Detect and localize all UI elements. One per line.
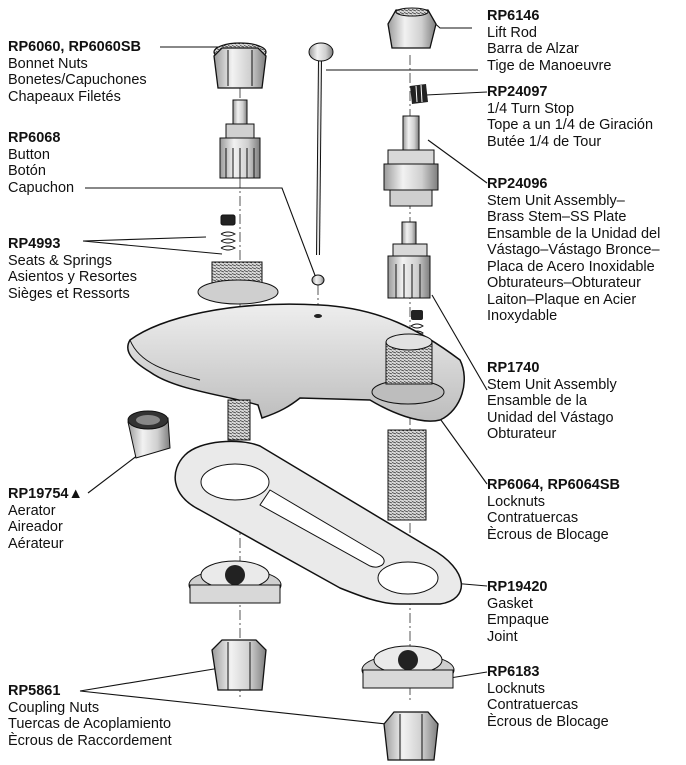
label-rp19754: RP19754▲ Aerator Aireador Aérateur (8, 486, 83, 552)
part-desc-es: Aireador (8, 519, 63, 535)
part-desc-en: Button (8, 146, 50, 163)
part-number: RP24096 (487, 176, 548, 192)
part-desc-line: Inoxydable (487, 308, 558, 324)
part-desc-line: Stem Unit Assembly (487, 376, 617, 393)
part-desc-fr: Ècrous de Raccordement (8, 732, 172, 749)
part-desc-en: Locknuts (487, 680, 546, 697)
part-desc-line: Ensamble de la (487, 393, 587, 409)
label-rp1740: RP1740 Stem Unit Assembly Ensamble de la… (487, 360, 617, 443)
part-desc-fr: Chapeaux Filetés (8, 88, 121, 105)
coupling-nut-left-icon (211, 639, 267, 691)
part-desc-fr: Joint (487, 628, 518, 645)
part-desc-en: Locknuts (487, 493, 546, 510)
locknut-right-icon (361, 645, 455, 689)
bonnet-nut-right-icon (387, 7, 437, 49)
part-desc-es: Bonetes/Capuchones (8, 72, 147, 88)
part-desc-en: Gasket (487, 595, 533, 612)
label-rp6146: RP6146 Lift Rod Barra de Alzar Tige de M… (487, 8, 611, 74)
label-rp24096: RP24096 Stem Unit Assembly– Brass Stem–S… (487, 176, 660, 325)
part-desc-line: Stem Unit Assembly– (487, 192, 625, 209)
aerator-icon (127, 410, 171, 459)
part-number: RP6060, RP6060SB (8, 39, 141, 55)
part-number: RP1740 (487, 360, 540, 376)
stem-assembly-right-icon (387, 221, 431, 336)
part-desc-en: 1/4 Turn Stop (487, 100, 575, 117)
gasket-icon (174, 440, 463, 605)
label-rp4993: RP4993 Seats & Springs Asientos y Resort… (8, 236, 137, 302)
part-desc-en: Aerator (8, 502, 56, 519)
part-desc-en: Lift Rod (487, 24, 537, 41)
lift-rod-icon (308, 42, 334, 286)
coupling-nut-right-icon (383, 711, 439, 761)
label-rp6064: RP6064, RP6064SB Locknuts Contratuercas … (487, 477, 620, 543)
part-number: RP5861 (8, 683, 61, 699)
part-desc-es: Contratuercas (487, 510, 579, 526)
part-desc-en: Seats & Springs (8, 252, 112, 269)
stem-cartridge-left-icon (219, 99, 261, 179)
part-desc-line: Placa de Acero Inoxidable (487, 258, 655, 275)
seat-spring-left-icon (220, 214, 237, 251)
label-rp19420: RP19420 Gasket Empaque Joint (487, 579, 549, 645)
label-rp6183: RP6183 Locknuts Contratuercas Ècrous de … (487, 664, 609, 730)
part-number: RP6064, RP6064SB (487, 477, 620, 493)
part-desc-es: Tuercas de Acoplamiento (8, 716, 172, 732)
part-desc-fr: Sièges et Ressorts (8, 285, 130, 302)
part-number: RP6183 (487, 664, 540, 680)
part-desc-line: Laiton–Plaque en Acier (487, 291, 637, 308)
part-desc-es: Tope a un 1/4 de Giración (487, 117, 654, 133)
part-number: RP19420 (487, 579, 548, 595)
part-desc-fr: Aérateur (8, 535, 64, 552)
label-rp24097: RP24097 1/4 Turn Stop Tope a un 1/4 de G… (487, 84, 653, 150)
part-number: RP6146 (487, 8, 540, 24)
label-rp5861: RP5861 Coupling Nuts Tuercas de Acoplami… (8, 683, 172, 749)
locknut-left-icon (188, 560, 282, 604)
part-desc-en: Bonnet Nuts (8, 55, 88, 72)
part-desc-line: Brass Stem–SS Plate (487, 209, 627, 225)
faucet-body-icon (127, 261, 465, 521)
part-desc-es: Botón (8, 163, 46, 179)
part-desc-line: Ensamble de la Unidad del (487, 225, 661, 242)
part-desc-fr: Butée 1/4 de Tour (487, 133, 602, 150)
label-rp6068: RP6068 Button Botón Capuchon (8, 130, 74, 196)
part-desc-es: Asientos y Resortes (8, 269, 137, 285)
part-number: RP6068 (8, 130, 61, 146)
part-desc-fr: Capuchon (8, 179, 75, 196)
part-desc-es: Empaque (487, 612, 550, 628)
leader-lines (79, 9, 488, 725)
part-number: RP19754▲ (8, 486, 83, 502)
label-rp6060: RP6060, RP6060SB Bonnet Nuts Bonetes/Cap… (8, 39, 147, 105)
part-desc-en: Coupling Nuts (8, 699, 100, 716)
part-desc-es: Barra de Alzar (487, 41, 579, 57)
part-number: RP4993 (8, 236, 61, 252)
part-desc-line: Vástago–Vástago Bronce– (487, 242, 660, 258)
part-desc-es: Contratuercas (487, 697, 579, 713)
part-desc-line: Obturateurs–Obturateur (487, 275, 641, 291)
bonnet-nut-left-icon (213, 42, 267, 89)
part-desc-line: Unidad del Vástago (487, 409, 614, 426)
stem-assembly-brass-icon (383, 115, 439, 207)
part-desc-fr: Ècrous de Blocage (487, 713, 609, 730)
part-number: RP24097 (487, 84, 548, 100)
part-desc-fr: Tige de Manoeuvre (487, 57, 612, 74)
part-desc-fr: Ècrous de Blocage (487, 526, 609, 543)
turn-stop-icon (410, 84, 428, 104)
part-desc-line: Obturateur (487, 426, 557, 442)
